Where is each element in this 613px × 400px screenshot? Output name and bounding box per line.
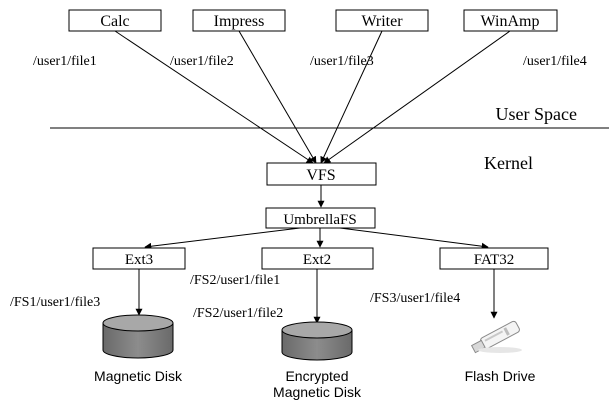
umbrellafs-label: UmbrellaFS	[283, 212, 356, 228]
arrow-umbrellafs-ext3	[144, 227, 301, 250]
fs-path-label-ext3: /FS1/user1/file3	[10, 295, 100, 310]
path-label-file1: /user1/file1	[33, 54, 97, 69]
arrow-calc-vfs	[114, 30, 314, 164]
app-label-winamp: WinAmp	[481, 13, 540, 30]
flash-drive-shadow	[478, 347, 522, 353]
encrypted-disk-label-line2: Magnetic Disk	[273, 384, 362, 400]
arrow-umbrellafs-fat32	[339, 227, 489, 250]
fs-label-ext2: Ext2	[303, 252, 331, 268]
fs-label-fat32: FAT32	[474, 252, 515, 268]
app-label-impress: Impress	[214, 13, 265, 30]
fs-path-label-ext2-file1: /FS2/user1/file1	[190, 273, 280, 288]
encrypted-disk-icon	[281, 321, 353, 361]
flash-drive-icon	[470, 320, 520, 354]
flash-drive-label: Flash Drive	[465, 368, 536, 384]
vfs-label: VFS	[306, 167, 335, 184]
region-label-user-space: User Space	[496, 104, 577, 124]
app-label-writer: Writer	[361, 13, 403, 30]
path-label-file3: /user1/file3	[310, 54, 374, 69]
fs-path-label-fat32: /FS3/user1/file4	[370, 291, 460, 306]
encrypted-disk-label-line1: Encrypted	[285, 368, 348, 384]
fs-label-ext3: Ext3	[125, 252, 153, 268]
arrow-writer-vfs	[320, 30, 383, 164]
magnetic-disk-icon	[102, 314, 174, 359]
arrow-winamp-vfs	[323, 30, 511, 164]
app-label-calc: Calc	[100, 13, 129, 30]
fs-path-label-ext2-file2: /FS2/user1/file2	[193, 306, 283, 321]
arrow-impress-vfs	[238, 30, 317, 164]
path-label-file2: /user1/file2	[170, 54, 234, 69]
app-box-winamp	[463, 9, 558, 32]
magnetic-disk-label: Magnetic Disk	[94, 368, 183, 384]
path-label-file4: /user1/file4	[523, 54, 587, 69]
region-label-kernel: Kernel	[484, 153, 533, 173]
